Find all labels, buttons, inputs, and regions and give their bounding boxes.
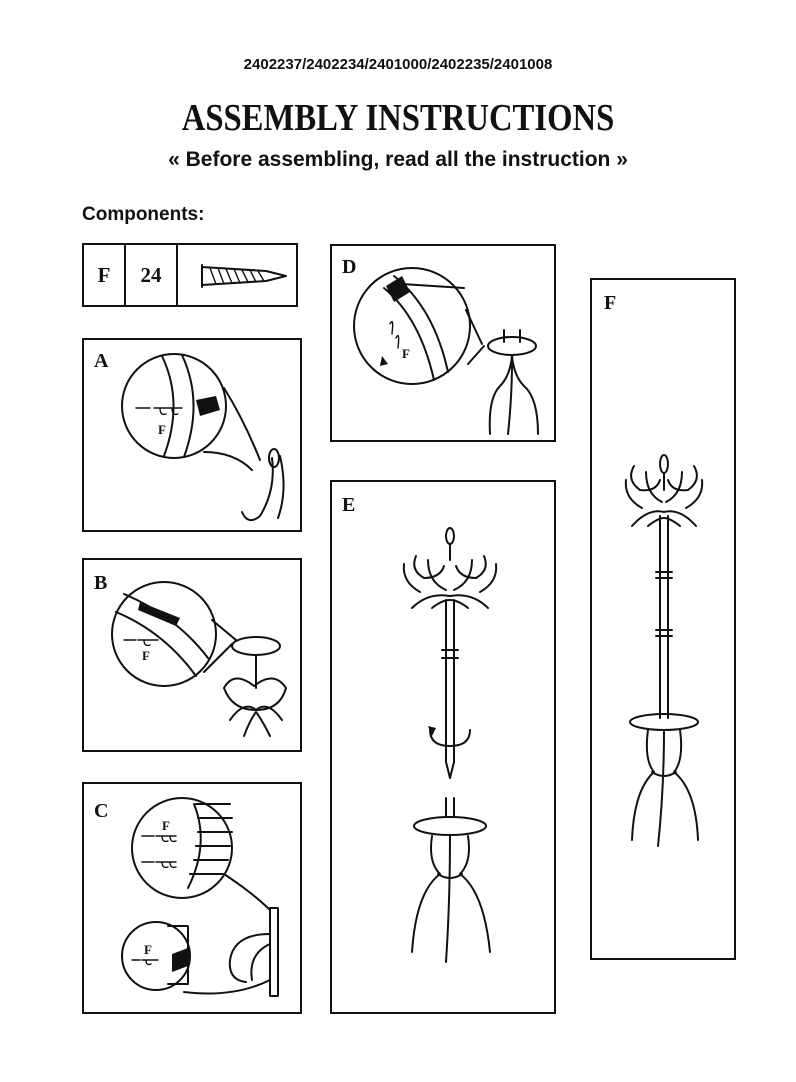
detail-label-f: F: [402, 346, 410, 361]
component-part-letter: F: [97, 262, 111, 287]
detail-label-f: F: [158, 422, 166, 437]
document-title: ASSEMBLY INSTRUCTIONS: [181, 97, 615, 139]
step-letter-f: F: [604, 292, 617, 314]
detail-label-f: F: [142, 648, 150, 663]
components-table: F 24: [82, 243, 298, 307]
ring-to-base-illustration: F: [353, 267, 539, 435]
ring-attachment-illustration: F: [111, 581, 287, 737]
components-heading: Components:: [82, 204, 205, 225]
step-panel-c: C F F: [82, 782, 302, 1014]
step-letter-e: E: [342, 494, 356, 516]
hook-mounting-illustration: F F: [121, 797, 279, 997]
hook-attachment-illustration: F: [121, 353, 285, 522]
step-panel-f: F: [590, 278, 736, 960]
detail-label-f: F: [144, 942, 152, 957]
component-screw: [176, 245, 296, 305]
step-letter-a: A: [94, 350, 109, 372]
step-panel-b: B F: [82, 558, 302, 752]
component-quantity: 24: [124, 245, 176, 305]
step-panel-e: E: [330, 480, 556, 1014]
product-codes: 2402237/2402234/2401000/2402235/2401008: [243, 56, 553, 73]
step-panel-a: A F: [82, 338, 302, 532]
document-subtitle: « Before assembling, read all the instru…: [168, 148, 628, 171]
pole-to-base-illustration: [402, 527, 498, 963]
step-letter-b: B: [94, 572, 108, 594]
detail-label-f: F: [162, 818, 170, 833]
step-letter-c: C: [94, 800, 109, 822]
assembled-coat-stand-illustration: [624, 454, 704, 847]
screw-icon: [201, 264, 287, 288]
step-panel-d: D F: [330, 244, 556, 442]
step-letter-d: D: [342, 256, 357, 278]
